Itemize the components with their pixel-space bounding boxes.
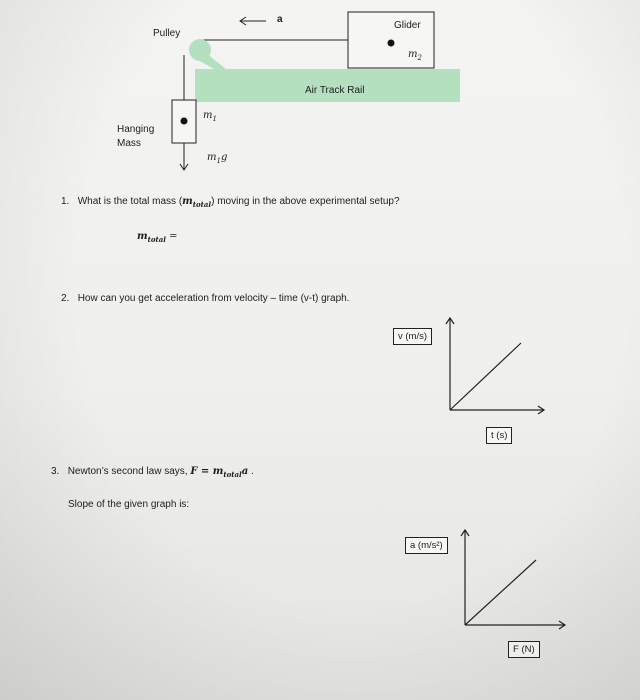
glider-center-dot bbox=[387, 39, 395, 47]
hanging-label-line2: Mass bbox=[117, 138, 141, 149]
glider-mass-label: m2 bbox=[408, 49, 422, 62]
answer-m: m bbox=[137, 231, 148, 242]
af-y-axis-arrow bbox=[460, 528, 470, 537]
af-plot-line bbox=[464, 559, 537, 626]
answer-equals: = bbox=[165, 231, 178, 242]
rail-label: Air Track Rail bbox=[305, 85, 365, 96]
vt-plot-line bbox=[449, 342, 522, 411]
question-2-text: How can you get acceleration from veloci… bbox=[77, 293, 350, 304]
glider-mass-subscript: 2 bbox=[417, 54, 422, 62]
question-3-period: . bbox=[248, 466, 254, 477]
q3-F: F bbox=[190, 466, 198, 477]
glider-label: Glider bbox=[394, 20, 421, 31]
q3-a: a bbox=[241, 466, 249, 477]
hanging-mass-label: Hanging Mass bbox=[117, 123, 154, 151]
question-3-formula: F = mtotala bbox=[190, 466, 249, 479]
weight-g: g bbox=[220, 152, 228, 163]
q3-m: m bbox=[212, 466, 224, 477]
hanging-mass-dot bbox=[180, 117, 188, 125]
question-1-text-b: ) moving in the above experimental setup… bbox=[211, 196, 400, 207]
answer-1-line: mtotal = bbox=[137, 231, 178, 244]
hanging-mass-symbol: m bbox=[203, 110, 213, 121]
af-y-axis-label: a (m/s²) bbox=[405, 537, 448, 554]
q3-sub: total bbox=[223, 470, 242, 479]
pulley-wheel bbox=[189, 39, 211, 61]
question-1-symbol: mtotal bbox=[182, 196, 212, 209]
vt-x-axis-arrow bbox=[537, 405, 546, 415]
vt-y-axis-arrow bbox=[445, 316, 455, 325]
question-3: 3. Newton’s second law says, F = mtotala… bbox=[51, 466, 254, 479]
question-3-text: Newton’s second law says, bbox=[67, 466, 191, 477]
weight-label: m1g bbox=[207, 152, 227, 165]
weight-subscript: 1 bbox=[216, 157, 221, 165]
vt-y-axis-label: v (m/s) bbox=[393, 328, 433, 345]
q1-m: m bbox=[182, 196, 193, 207]
answer-sub: total bbox=[147, 235, 166, 244]
pulley-label: Pulley bbox=[153, 28, 181, 39]
slope-prompt: Slope of the given graph is: bbox=[68, 499, 190, 510]
weight-arrow-head bbox=[179, 163, 189, 171]
af-x-axis-label: F (N) bbox=[508, 641, 540, 658]
accel-arrow-head bbox=[239, 16, 247, 26]
question-2-number: 2. bbox=[61, 293, 70, 304]
glider-mass-symbol: m bbox=[408, 49, 418, 60]
af-x-axis-arrow bbox=[558, 620, 567, 630]
hanging-mass-subscript: 1 bbox=[212, 115, 217, 123]
q3-equals: = bbox=[197, 466, 213, 477]
vt-x-axis-label: t (s) bbox=[486, 427, 513, 444]
question-2: 2. How can you get acceleration from vel… bbox=[61, 293, 349, 304]
question-1-number: 1. bbox=[61, 196, 70, 207]
question-1-text-a: What is the total mass ( bbox=[77, 196, 183, 207]
weight-m: m bbox=[207, 152, 217, 163]
q1-sub: total bbox=[192, 200, 212, 209]
accel-label: a bbox=[277, 14, 283, 25]
question-1: 1. What is the total mass (mtotal) movin… bbox=[61, 196, 400, 209]
hanging-label-line1: Hanging bbox=[117, 124, 155, 135]
question-3-number: 3. bbox=[51, 466, 60, 477]
glider-block bbox=[347, 11, 435, 69]
air-track-rail bbox=[195, 69, 460, 102]
hanging-mass-symbol-label: m1 bbox=[203, 110, 217, 123]
